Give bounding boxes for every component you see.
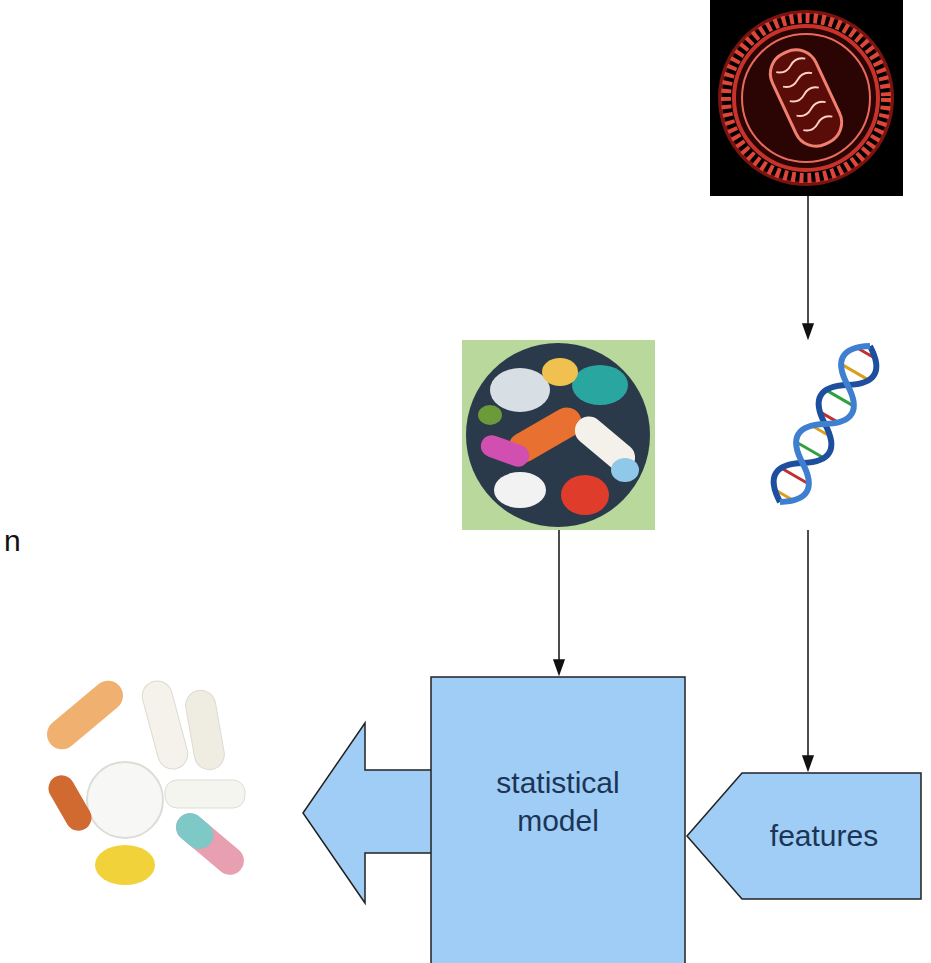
model-box: statistical model <box>430 676 686 963</box>
pills-picture <box>41 675 250 885</box>
node-text: statistical model <box>463 764 653 839</box>
shape-outline <box>687 773 921 899</box>
output-arrow <box>303 723 432 903</box>
pills-picture <box>462 340 655 530</box>
feature-arrow: features <box>686 772 922 900</box>
side-text: n <box>4 523 21 559</box>
node-text: features <box>770 817 878 855</box>
shape-outline <box>431 677 685 963</box>
dna-helix <box>764 337 885 511</box>
virus-picture <box>710 0 903 196</box>
